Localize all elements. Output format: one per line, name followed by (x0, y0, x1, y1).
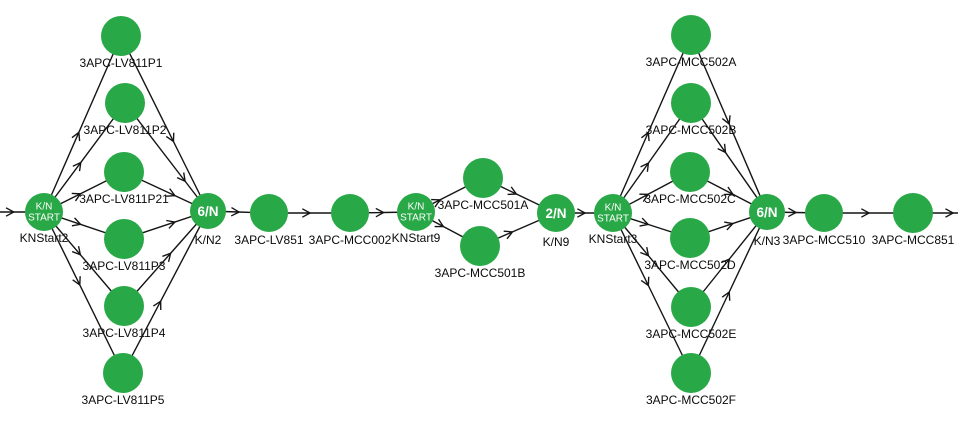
edge-knstart3-mcc502b (612, 102, 692, 214)
node-kn2[interactable]: 6/N (190, 193, 226, 229)
node-circle-lv851[interactable] (250, 194, 288, 232)
node-mcc501b[interactable] (460, 226, 500, 266)
node-inner-text: 2/N (545, 206, 566, 221)
edge-knstart3-mcc502a (612, 34, 692, 214)
node-circle-lv811p4[interactable] (104, 286, 144, 326)
node-circle-mcc851[interactable] (893, 193, 933, 233)
node-label-mcc502c: 3APC-MCC502C (644, 192, 736, 206)
node-kn9[interactable]: 2/N (537, 194, 575, 232)
node-mcc502d[interactable] (670, 218, 710, 258)
node-inner-text: START (400, 213, 432, 224)
node-mcc502f[interactable] (671, 353, 711, 393)
node-label-mcc510: 3APC-MCC510 (783, 233, 866, 247)
node-lv851[interactable] (250, 194, 288, 232)
node-circle-knstart3[interactable] (594, 194, 632, 232)
node-label-mcc502a: 3APC-MCC502A (646, 55, 737, 69)
node-mcc002[interactable] (331, 194, 369, 232)
node-circle-mcc002[interactable] (331, 194, 369, 232)
edge-knstart3-mcc502f (612, 212, 692, 374)
node-lv811p3[interactable] (104, 219, 144, 259)
node-lv811p2[interactable] (105, 83, 145, 123)
node-circle-kn9[interactable] (537, 194, 575, 232)
node-mcc502a[interactable] (671, 15, 711, 55)
node-circle-kn2[interactable] (190, 193, 226, 229)
node-label-lv811p2: 3APC-LV811P2 (84, 123, 167, 137)
node-label-mcc501b: 3APC-MCC501B (435, 266, 526, 280)
node-inner-text: START (597, 214, 629, 225)
edge-lv811p1-kn2 (120, 35, 209, 212)
node-circle-mcc502e[interactable] (671, 287, 711, 327)
node-label-lv851: 3APC-LV851 (234, 233, 303, 247)
node-lv811p4[interactable] (104, 286, 144, 326)
node-lv811p1[interactable] (101, 16, 141, 56)
node-circle-mcc502f[interactable] (671, 353, 711, 393)
node-label-mcc502f: 3APC-MCC502F (646, 393, 736, 407)
node-circle-lv811p2[interactable] (105, 83, 145, 123)
node-label-lv811p4: 3APC-LV811P4 (83, 326, 166, 340)
node-label-mcc851: 3APC-MCC851 (872, 233, 955, 247)
node-circle-lv811p1[interactable] (101, 16, 141, 56)
edge-lv811p4-kn2 (123, 210, 209, 307)
node-label-lv811p1: 3APC-LV811P1 (80, 56, 163, 70)
node-inner-text: START (28, 213, 60, 224)
edge-lv811p5-kn2 (122, 210, 209, 374)
node-label-kn3: K/N3 (754, 234, 781, 248)
node-label-mcc502d: 3APC-MCC502D (644, 258, 736, 272)
node-circle-mcc501a[interactable] (463, 158, 503, 198)
node-inner-text: K/N (605, 203, 622, 214)
node-inner-text: K/N (36, 202, 53, 213)
node-circle-mcc501b[interactable] (460, 226, 500, 266)
node-inner-text: K/N (408, 202, 425, 213)
node-circle-kn3[interactable] (749, 194, 785, 230)
node-circle-mcc510[interactable] (805, 194, 843, 232)
node-circle-lv811p21[interactable] (104, 152, 144, 192)
node-label-mcc502b: 3APC-MCC502B (646, 123, 737, 137)
node-label-kn2: K/N2 (195, 233, 222, 247)
node-inner-text: 6/N (197, 204, 218, 219)
edge-mcc502e-kn3 (690, 211, 768, 308)
node-circle-knstart9[interactable] (397, 193, 435, 231)
node-label-knstart2: KNStart2 (20, 231, 69, 245)
node-circle-mcc502a[interactable] (671, 15, 711, 55)
node-mcc502e[interactable] (671, 287, 711, 327)
node-label-mcc002: 3APC-MCC002 (309, 233, 392, 247)
node-lv811p21[interactable] (104, 152, 144, 192)
node-inner-text: 6/N (756, 205, 777, 220)
edge-knstart2-lv811p2 (43, 102, 126, 213)
node-label-kn9: K/N9 (543, 235, 570, 249)
node-label-lv811p5: 3APC-LV811P5 (82, 393, 165, 407)
node-circle-lv811p5[interactable] (103, 353, 143, 393)
node-circle-mcc502b[interactable] (671, 83, 711, 123)
node-label-knstart3: KNStart3 (589, 232, 638, 246)
edge-mcc502f-kn3 (690, 211, 768, 374)
node-mcc501a[interactable] (463, 158, 503, 198)
node-mcc502c[interactable] (670, 152, 710, 192)
edge-knstart2-lv811p1 (43, 35, 122, 213)
node-label-mcc501a: 3APC-MCC501A (438, 198, 529, 212)
node-lv811p5[interactable] (103, 353, 143, 393)
node-label-knstart9: KNStart9 (392, 231, 441, 245)
node-circle-mcc502d[interactable] (670, 218, 710, 258)
node-mcc851[interactable] (893, 193, 933, 233)
node-label-mcc502e: 3APC-MCC502E (646, 327, 737, 341)
node-circle-knstart2[interactable] (25, 193, 63, 231)
edge-mcc502a-kn3 (690, 34, 768, 213)
node-mcc502b[interactable] (671, 83, 711, 123)
node-label-lv811p21: 3APC-LV811P21 (79, 192, 169, 206)
node-circle-lv811p3[interactable] (104, 219, 144, 259)
node-label-lv811p3: 3APC-LV811P3 (83, 259, 166, 273)
edge-knstart2-lv811p5 (43, 211, 124, 374)
node-mcc510[interactable] (805, 194, 843, 232)
node-circle-mcc502c[interactable] (670, 152, 710, 192)
node-kn3[interactable]: 6/N (749, 194, 785, 230)
